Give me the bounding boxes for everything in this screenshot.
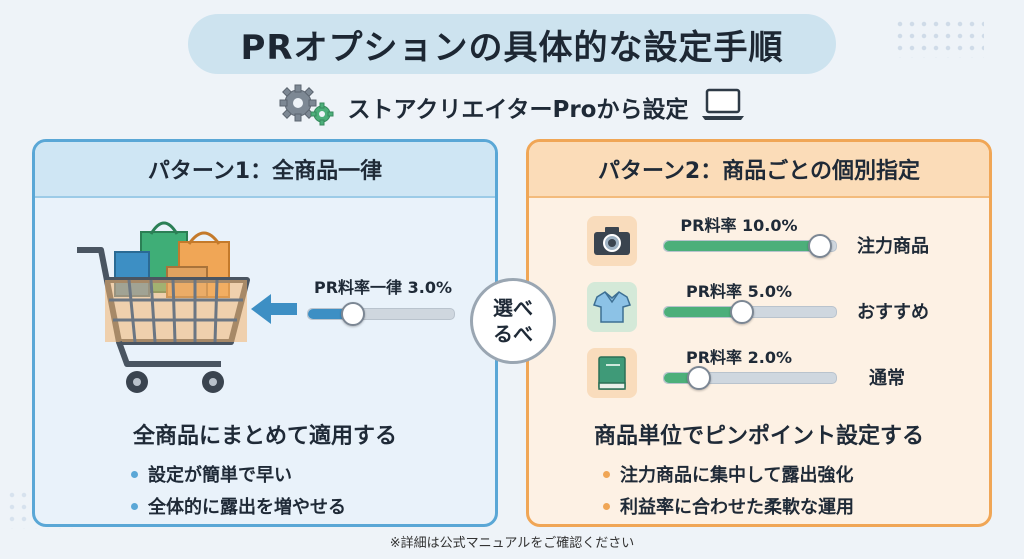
shirt-icon [587,282,637,332]
rate-label-row-3: PR料率 2.0% [686,348,792,367]
list-item: 設定が簡単で早い [131,458,346,490]
list-item: 注力商品に集中して露出強化 [603,458,854,490]
camera-icon [587,216,637,266]
slider-knob[interactable] [341,302,365,326]
pattern-1-bullets: 設定が簡単で早い 全体的に露出を増やせる [131,458,346,522]
bullet-dot [603,502,610,510]
footnote: ※詳細は公式マニュアルをご確認ください [389,536,635,551]
pattern-1-caption: 全商品にまとめて適用する [132,424,397,449]
slider-fill [664,241,819,251]
pattern-2-panel: パターン2：商品ごとの個別指定 PR料率 10.0% 注力商品 PR料率 5.0… [526,139,992,527]
slider-fill [664,373,698,383]
book-icon [587,348,637,398]
pattern-1-header: パターン1：全商品一律 [35,142,495,198]
rate-slider-row-3[interactable] [663,366,837,390]
bullet-dot [131,502,138,510]
rate-slider-row-2[interactable] [663,300,837,324]
pattern-1-panel: パターン1：全商品一律 PR料率一律 3.0% [32,139,498,527]
list-item: 利益率に合わせた柔軟な運用 [603,490,854,522]
laptop-icon [700,87,746,127]
slider-fill [308,309,352,319]
product-name-row-1: 注力商品 [857,236,929,257]
slider-knob[interactable] [687,366,711,390]
slider-knob[interactable] [730,300,754,324]
subtitle-row: ストアクリエイターProから設定 [250,82,774,132]
rate-label-row-1: PR料率 10.0% [680,216,798,235]
list-item: 全体的に露出を増やせる [131,490,346,522]
uniform-rate-label: PR料率一律 3.0% [314,278,452,297]
rate-slider-row-1[interactable] [663,234,837,258]
shopping-cart-icon [71,212,261,407]
rate-label-row-2: PR料率 5.0% [686,282,792,301]
arrow-left-icon [249,292,299,330]
product-name-row-2: おすすめ [857,302,929,323]
slider-fill [664,307,741,317]
bullet-dot [131,470,138,478]
subtitle-text: ストアクリエイターProから設定 [347,97,689,123]
product-name-row-3: 通常 [869,368,905,389]
pattern-2-caption: 商品単位でピンポイント設定する [593,424,924,449]
uniform-rate-slider[interactable] [307,302,455,326]
slider-knob[interactable] [808,234,832,258]
page-title: PRオプションの具体的な設定手順 [188,14,836,74]
pattern-2-header: パターン2：商品ごとの個別指定 [529,142,989,198]
pattern-2-bullets: 注力商品に集中して露出強化 利益率に合わせた柔軟な運用 [603,458,854,522]
bullet-dot [603,470,610,478]
choose-badge: 選べ るべ [470,278,556,364]
gears-icon [278,83,336,131]
decorative-dots [894,18,984,58]
